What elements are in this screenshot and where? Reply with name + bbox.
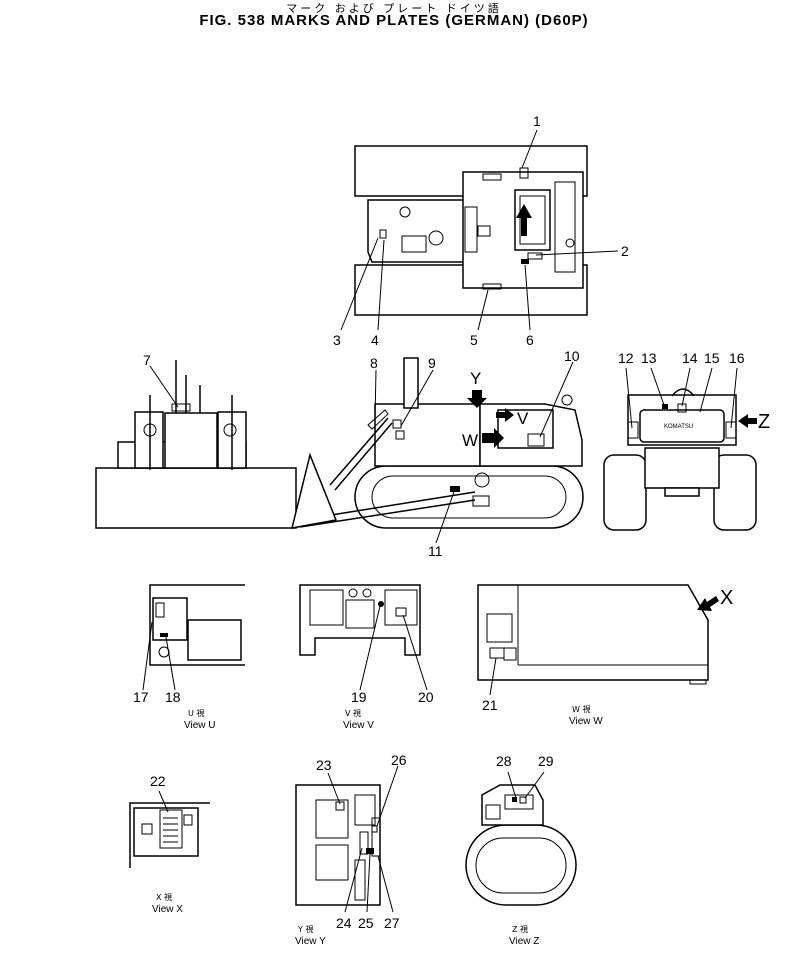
caption-v-en: View V [343, 720, 374, 731]
top-view-drawing [354, 145, 588, 316]
view-z-arrow-icon [738, 414, 757, 428]
callout-23: 23 [316, 757, 332, 773]
view-x-letter: X [720, 587, 733, 609]
callout-1: 1 [533, 113, 541, 129]
callout-16: 16 [729, 350, 745, 366]
view-w-arrow-icon [482, 428, 504, 448]
view-y-arrow-icon [467, 390, 487, 408]
callout-13: 13 [641, 350, 657, 366]
caption-v-jp: V 視 [345, 709, 361, 718]
side-view-drawing [290, 357, 584, 529]
callout-2: 2 [621, 243, 629, 259]
callout-15: 15 [704, 350, 720, 366]
view-z-letter: Z [758, 411, 770, 433]
view-u-drawing [142, 584, 245, 691]
caption-x-jp: X 視 [156, 893, 172, 902]
callout-10: 10 [564, 348, 580, 364]
callout-8: 8 [370, 355, 378, 371]
komatsu-plate-text: KOMATSU [664, 424, 693, 430]
callout-7: 7 [143, 352, 151, 368]
callout-labels: 1 2 3 4 5 6 7 8 9 10 11 12 13 14 15 16 1… [133, 113, 745, 931]
callout-17: 17 [133, 689, 149, 705]
figure-title: FIG. 538 MARKS AND PLATES (GERMAN) (D60P… [199, 12, 589, 29]
callout-22: 22 [150, 773, 166, 789]
rear-view-drawing [603, 388, 757, 531]
caption-y-en: View Y [295, 936, 326, 947]
caption-x-en: View X [152, 904, 183, 915]
caption-u-jp: U 視 [188, 709, 204, 718]
view-z-drawing [465, 771, 577, 906]
callout-19: 19 [351, 689, 367, 705]
caption-y-jp: Y 視 [297, 925, 313, 934]
callout-11: 11 [428, 543, 443, 559]
caption-w-en: View W [569, 716, 603, 727]
callout-12: 12 [618, 350, 634, 366]
view-y-letter: Y [470, 369, 481, 388]
view-captions: U 視 View U V 視 View V W 視 View W X 視 Vie… [152, 705, 603, 947]
figure-title-japanese: マーク および プレート ドイツ語 [286, 2, 502, 15]
caption-z-jp: Z 視 [512, 925, 528, 934]
front-view-drawing [95, 360, 297, 529]
top-view-leaders [340, 129, 619, 331]
view-y-drawing [295, 765, 399, 913]
rear-view-leaders [625, 367, 738, 429]
callout-27: 27 [384, 915, 400, 931]
view-v-drawing [299, 584, 428, 691]
callout-18: 18 [165, 689, 181, 705]
view-w-drawing [477, 584, 709, 696]
view-v-letter: V [517, 409, 529, 428]
caption-w-jp: W 視 [572, 705, 590, 714]
callout-21: 21 [482, 697, 498, 713]
callout-20: 20 [418, 689, 434, 705]
view-w-letter: W [462, 431, 478, 450]
callout-9: 9 [428, 355, 436, 371]
view-v-arrow-icon [496, 408, 514, 422]
callout-28: 28 [496, 753, 512, 769]
callout-25: 25 [358, 915, 374, 931]
view-x-drawing [129, 790, 210, 868]
leader-7 [149, 365, 179, 408]
caption-u-en: View U [184, 720, 216, 731]
callout-5: 5 [470, 332, 478, 348]
view-x-arrow-icon [697, 596, 719, 611]
callout-29: 29 [538, 753, 554, 769]
callout-4: 4 [371, 332, 379, 348]
caption-z-en: View Z [509, 936, 539, 947]
callout-14: 14 [682, 350, 698, 366]
view-arrows-side [467, 390, 514, 448]
side-view-leaders [374, 361, 574, 544]
callout-26: 26 [391, 752, 407, 768]
callout-6: 6 [526, 332, 534, 348]
callout-3: 3 [333, 332, 341, 348]
view-arrow-letters: Y W V Z X [462, 369, 770, 609]
callout-24: 24 [336, 915, 352, 931]
